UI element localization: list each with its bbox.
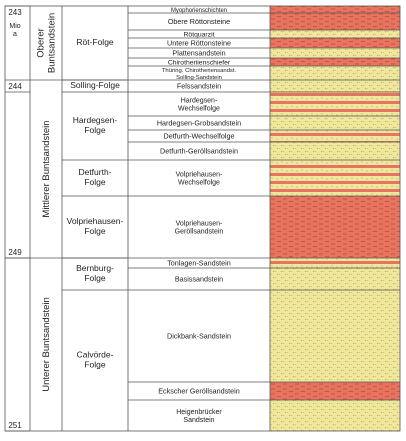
folge-label-roet: Röt-Folge [76, 37, 114, 47]
folge-label-calvoerde: Calvörde-Folge [77, 350, 114, 370]
unit-label: Hardegsen-Wechselfolge [178, 97, 220, 112]
frame [4, 5, 401, 432]
lithology-band [270, 130, 400, 142]
unit-label: Felssandstein [177, 81, 221, 90]
lithology-band [270, 382, 400, 400]
age-label: 243 [8, 8, 22, 17]
lithology-band [270, 38, 400, 48]
lithology-band [270, 400, 400, 431]
lithology-band [270, 196, 400, 258]
unit-label: Obere Röttonsteine [168, 17, 230, 26]
lithology-band [270, 30, 400, 38]
age-label: 244 [8, 82, 22, 91]
lithology-band [270, 13, 400, 30]
unit-label: Eckscher Geröllsandstein [158, 386, 240, 395]
unit-label: Rötquarzit [184, 31, 215, 38]
age-label: 249 [8, 248, 22, 257]
unit-label: Basissandstein [175, 274, 223, 283]
lithology-band [270, 58, 400, 66]
group-label-mittlerer: Mittlerer Buntsandstein [41, 120, 52, 217]
unit-label: Chirotheriienschiefer [168, 59, 231, 66]
lithology-band [270, 160, 400, 196]
folge-label-bernburg: Bernburg-Folge [76, 263, 114, 283]
lithology-band [270, 258, 400, 268]
lithology-band [270, 6, 400, 13]
unit-label: Volpriehausen-Wechselfolge [176, 171, 223, 186]
unit-label: Detfurth-Geröllsandstein [160, 146, 238, 155]
unit-label: Dickbank-Sandstein [167, 331, 231, 340]
group-label-unterer: Unterer Buntsandstein [41, 297, 52, 392]
unit-label: Volpriehausen-Geröllsandstein [175, 220, 224, 235]
lithology-band [270, 116, 400, 130]
folge-label-solling: Solling-Folge [70, 80, 120, 90]
lithology-band [270, 92, 400, 116]
group-label-oberer: ObererBuntsandstein [35, 13, 57, 73]
folge-label-detfurth: Detfurth-Folge [78, 167, 111, 187]
lithology-band [270, 80, 400, 92]
lithology-band [270, 66, 400, 80]
folge-label-hardegsen: Hardegsen-Folge [73, 115, 118, 135]
lithology-band [270, 142, 400, 160]
unit-label: Hardegsen-Grobsandstein [157, 118, 241, 127]
unit-label: Plattensandstein [172, 48, 225, 57]
lithology-band [270, 268, 400, 290]
unit-label: Thüring. Chirotheriensandst.Solling-Sand… [162, 68, 237, 81]
age-label: 251 [8, 421, 22, 430]
lithology-band [270, 48, 400, 58]
unit-label: Tonlagen-Sandstein [167, 258, 231, 267]
unit-label: Detfurth-Wechselfolge [164, 131, 235, 140]
unit-label: Myophorienschichten [171, 8, 227, 14]
folge-label-volpriehausen: Volpriehausen-Folge [67, 216, 124, 236]
lithology-band [270, 290, 400, 382]
unit-label: Untere Röttonsteine [167, 38, 231, 47]
